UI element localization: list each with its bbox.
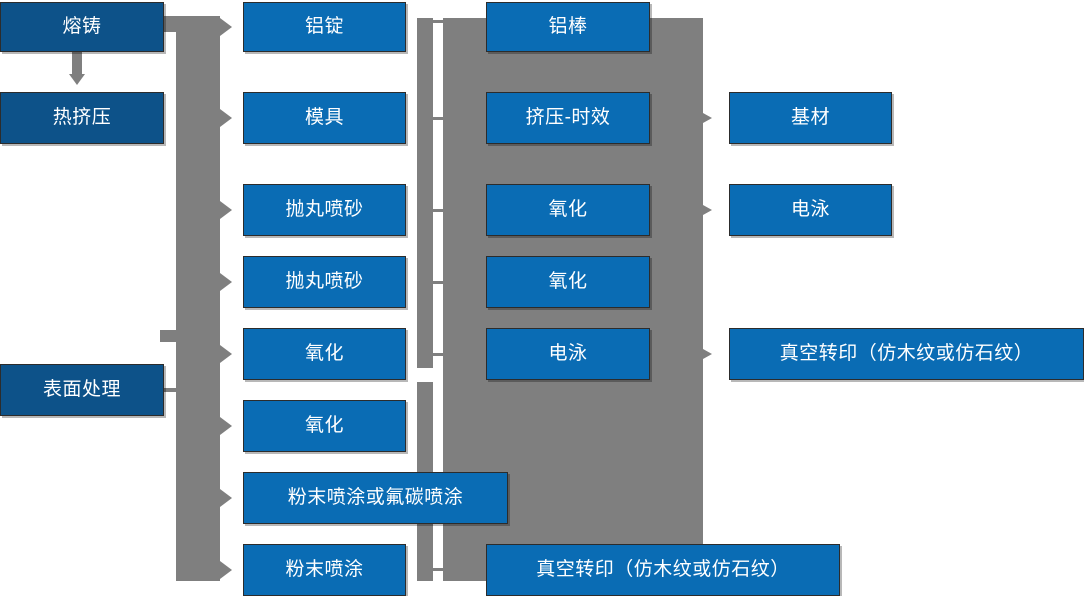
process-box-paowan-penshe-1[interactable]: 抛丸喷砂 xyxy=(243,184,406,236)
process-box-fenmo-penu[interactable]: 粉末喷涂 xyxy=(243,544,406,596)
connector-stub-3 xyxy=(431,209,447,212)
process-label: 铝锭 xyxy=(304,15,344,37)
stage-label: 热挤压 xyxy=(52,106,112,128)
connector-cap-rongzhu xyxy=(160,16,220,32)
output-box-dianyong[interactable]: 电泳 xyxy=(729,184,892,236)
process-label: 电泳 xyxy=(548,342,588,364)
stage-box-biaomian[interactable]: 表面处理 xyxy=(0,364,164,416)
output-label: 基材 xyxy=(790,106,830,128)
process-label: 真空转印（仿木纹或仿石纹） xyxy=(536,558,790,580)
connector-stub-5 xyxy=(431,353,447,356)
arrow-right-icon-to-zhenkong2 xyxy=(703,349,712,359)
arrow-right-icon-to-fenmo xyxy=(220,561,232,579)
connector-stub-2 xyxy=(431,117,447,120)
arrow-right-icon-to-paowan2 xyxy=(220,273,232,291)
process-label: 铝棒 xyxy=(548,15,588,37)
arrow-right-icon-to-yanghua1 xyxy=(220,345,232,363)
stage-label: 熔铸 xyxy=(62,15,102,37)
process-label: 抛丸喷砂 xyxy=(285,198,364,220)
arrow-right-icon-to-muju xyxy=(220,109,232,127)
process-label: 氧化 xyxy=(304,414,344,436)
stage-label: 表面处理 xyxy=(42,378,121,400)
connector-stem-biaomian xyxy=(163,388,183,392)
connector-spine-col1-col2 xyxy=(176,16,220,581)
connector-stub-6 xyxy=(431,568,447,571)
arrow-right-icon-to-yanghua2 xyxy=(220,417,232,435)
process-label: 挤压-时效 xyxy=(525,106,611,128)
process-label: 抛丸喷砂 xyxy=(285,270,364,292)
process-label: 粉末喷涂或氟碳喷涂 xyxy=(287,486,464,508)
arrow-right-icon-to-ludin xyxy=(220,18,232,36)
connector-stub-1 xyxy=(431,20,447,23)
connector-stub-4 xyxy=(431,281,447,284)
process-box-yanghua-1[interactable]: 氧化 xyxy=(243,328,406,380)
arrow-right-icon-to-paowan1 xyxy=(220,201,232,219)
process-box-lubang[interactable]: 铝棒 xyxy=(486,2,650,52)
output-box-zhenkong-zhuanyin[interactable]: 真空转印（仿木纹或仿石纹） xyxy=(729,328,1084,380)
process-box-yanghua-2[interactable]: 氧化 xyxy=(243,400,406,452)
stage-box-rejiya[interactable]: 热挤压 xyxy=(0,92,164,144)
process-box-yanghua-3[interactable]: 氧化 xyxy=(486,184,650,236)
process-box-dianyong-1[interactable]: 电泳 xyxy=(486,328,650,380)
process-label: 粉末喷涂 xyxy=(285,558,364,580)
process-label: 氧化 xyxy=(304,342,344,364)
connector-block-biaomian xyxy=(160,330,184,342)
process-box-muju[interactable]: 模具 xyxy=(243,92,406,144)
process-box-yanghua-4[interactable]: 氧化 xyxy=(486,256,650,308)
process-label: 氧化 xyxy=(548,198,588,220)
process-label: 模具 xyxy=(304,106,344,128)
connector-stem-rongzhu-rejiya xyxy=(72,52,82,76)
process-box-fenmo-huotan-penu[interactable]: 粉末喷涂或氟碳喷涂 xyxy=(243,472,508,524)
arrow-right-icon-to-dianyong2 xyxy=(703,205,712,215)
output-label: 电泳 xyxy=(790,198,830,220)
process-box-paowan-penshe-2[interactable]: 抛丸喷砂 xyxy=(243,256,406,308)
process-label: 氧化 xyxy=(548,270,588,292)
arrow-down-icon-rongzhu-rejiya xyxy=(69,74,85,85)
output-box-jicai[interactable]: 基材 xyxy=(729,92,892,144)
process-box-zhenkong-zhuanyin-1[interactable]: 真空转印（仿木纹或仿石纹） xyxy=(486,544,840,596)
process-box-jiya-shixiao[interactable]: 挤压-时效 xyxy=(486,92,650,144)
process-box-ludin[interactable]: 铝锭 xyxy=(243,2,406,52)
arrow-right-icon-to-fenmofut xyxy=(220,489,232,507)
connector-bracket-right-bar xyxy=(443,18,450,581)
connector-bracket-left-bar xyxy=(417,18,433,368)
arrow-right-icon-to-jicai xyxy=(703,113,712,123)
output-label: 真空转印（仿木纹或仿石纹） xyxy=(779,342,1034,364)
stage-box-rongzhu[interactable]: 熔铸 xyxy=(0,2,164,52)
